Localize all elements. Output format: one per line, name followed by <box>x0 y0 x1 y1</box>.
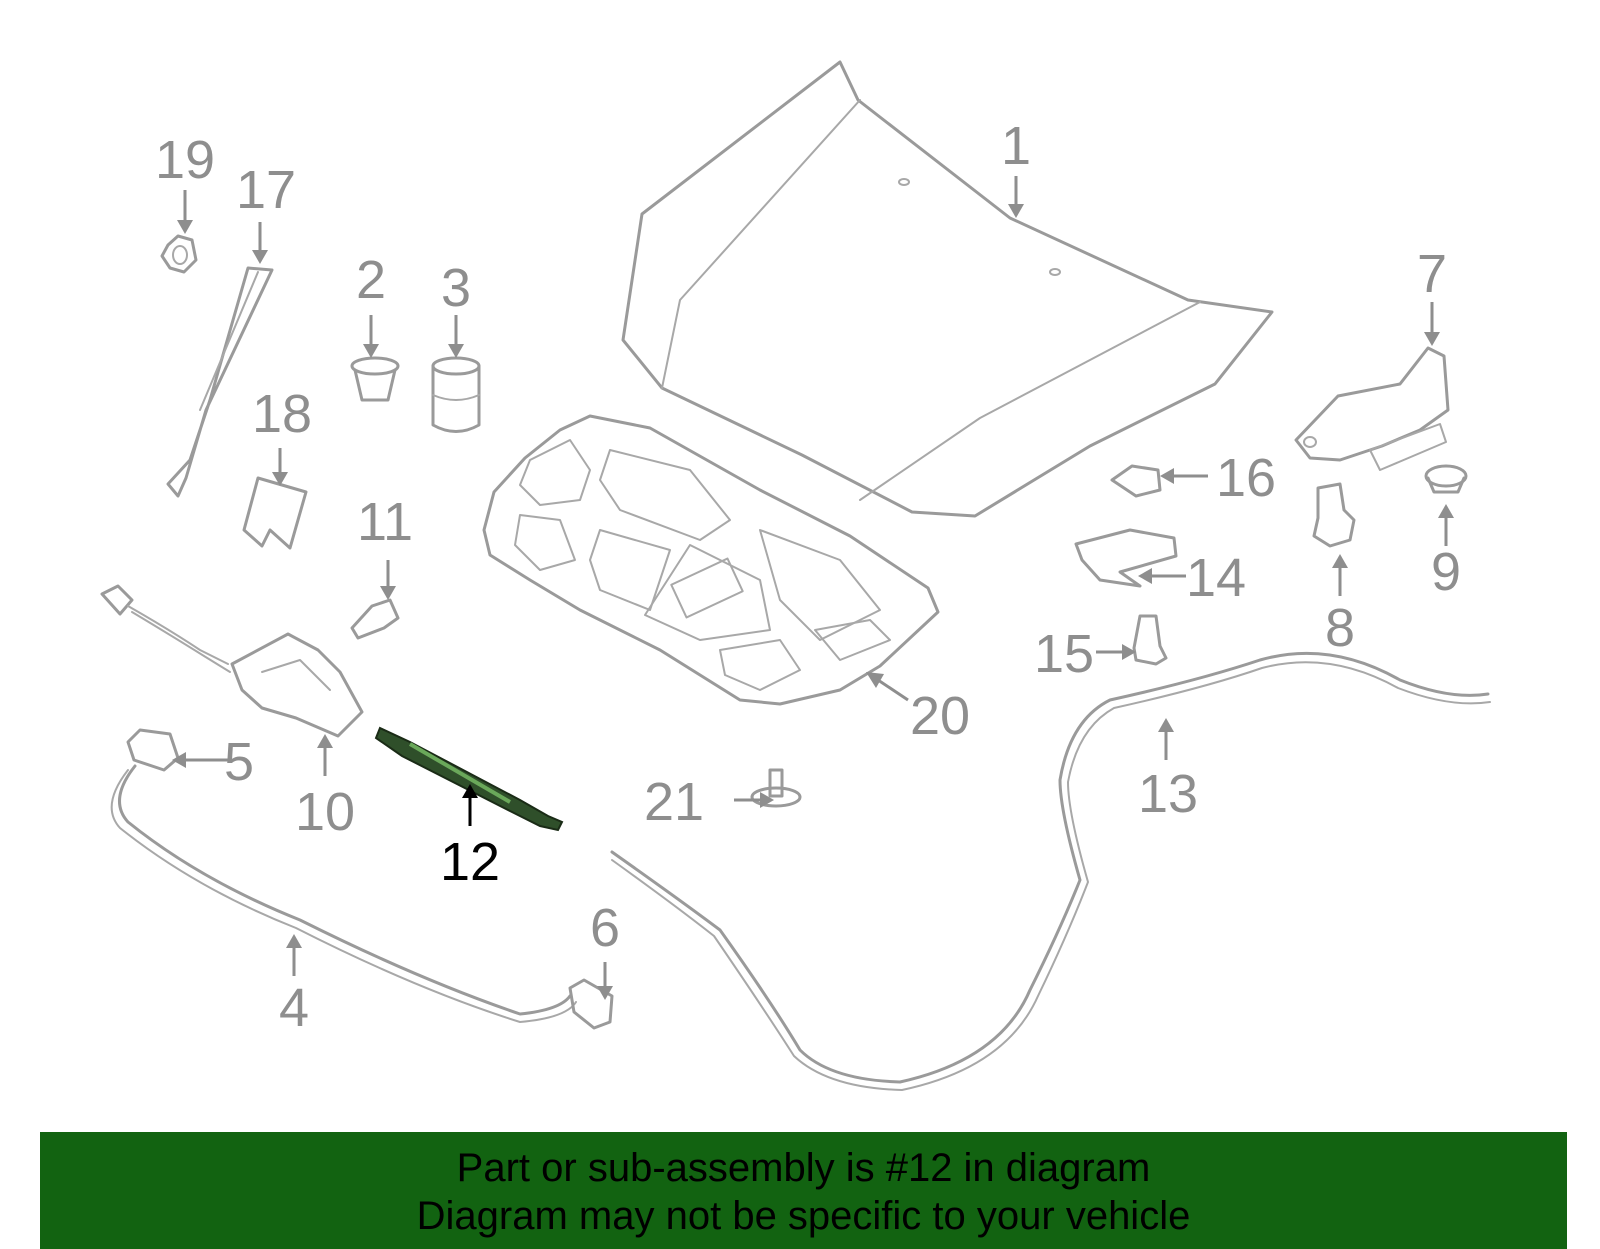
clip-6 <box>568 978 614 1030</box>
grommet-9 <box>1424 464 1468 494</box>
plug-part <box>350 356 400 402</box>
hood-hinge <box>1294 346 1450 471</box>
callout-arrows <box>172 176 1454 1000</box>
release-cable-13 <box>610 651 1491 1091</box>
banner-part-line: Part or sub-assembly is #12 in diagram <box>456 1146 1151 1190</box>
callout-11: 11 <box>357 492 413 552</box>
hood-latch <box>100 584 364 738</box>
bolt-15 <box>1132 614 1168 666</box>
callout-10: 10 <box>295 782 355 842</box>
callout-16: 16 <box>1216 448 1276 508</box>
stud-21 <box>750 768 802 808</box>
bumper-pad-14 <box>1074 528 1178 588</box>
callout-8: 8 <box>1325 598 1355 658</box>
info-banner: Part or sub-assembly is #12 in diagram D… <box>40 1132 1567 1249</box>
hood-prop-rod <box>166 266 274 498</box>
bumper-cylinder <box>431 356 481 433</box>
callout-2: 2 <box>356 250 386 310</box>
hood-lift-support <box>374 726 564 832</box>
bracket-16 <box>1110 464 1162 498</box>
clip-5 <box>126 728 180 772</box>
bolt-8 <box>1312 482 1356 548</box>
pad-part <box>242 476 308 550</box>
callout-1: 1 <box>1001 116 1031 176</box>
callout-15: 15 <box>1034 624 1094 684</box>
callout-6: 6 <box>590 898 620 958</box>
hood-panel <box>621 60 1274 518</box>
callout-19: 19 <box>155 130 215 190</box>
callout-18: 18 <box>252 384 312 444</box>
callout-13: 13 <box>1138 764 1198 824</box>
bolt-11 <box>350 598 400 640</box>
hood-inner-panel <box>482 414 940 706</box>
callout-21: 21 <box>644 772 704 832</box>
callout-20: 20 <box>910 686 970 746</box>
callout-12-highlighted: 12 <box>440 832 500 892</box>
callout-5: 5 <box>224 732 254 792</box>
release-cable-4 <box>110 764 577 1023</box>
banner-disclaimer-line: Diagram may not be specific to your vehi… <box>416 1194 1191 1238</box>
callout-14: 14 <box>1186 548 1246 608</box>
callout-3: 3 <box>441 258 471 318</box>
callout-17: 17 <box>236 160 296 220</box>
callout-7: 7 <box>1417 244 1447 304</box>
grommet-nut <box>160 234 198 274</box>
callout-9: 9 <box>1431 542 1461 602</box>
callout-4: 4 <box>279 978 309 1038</box>
